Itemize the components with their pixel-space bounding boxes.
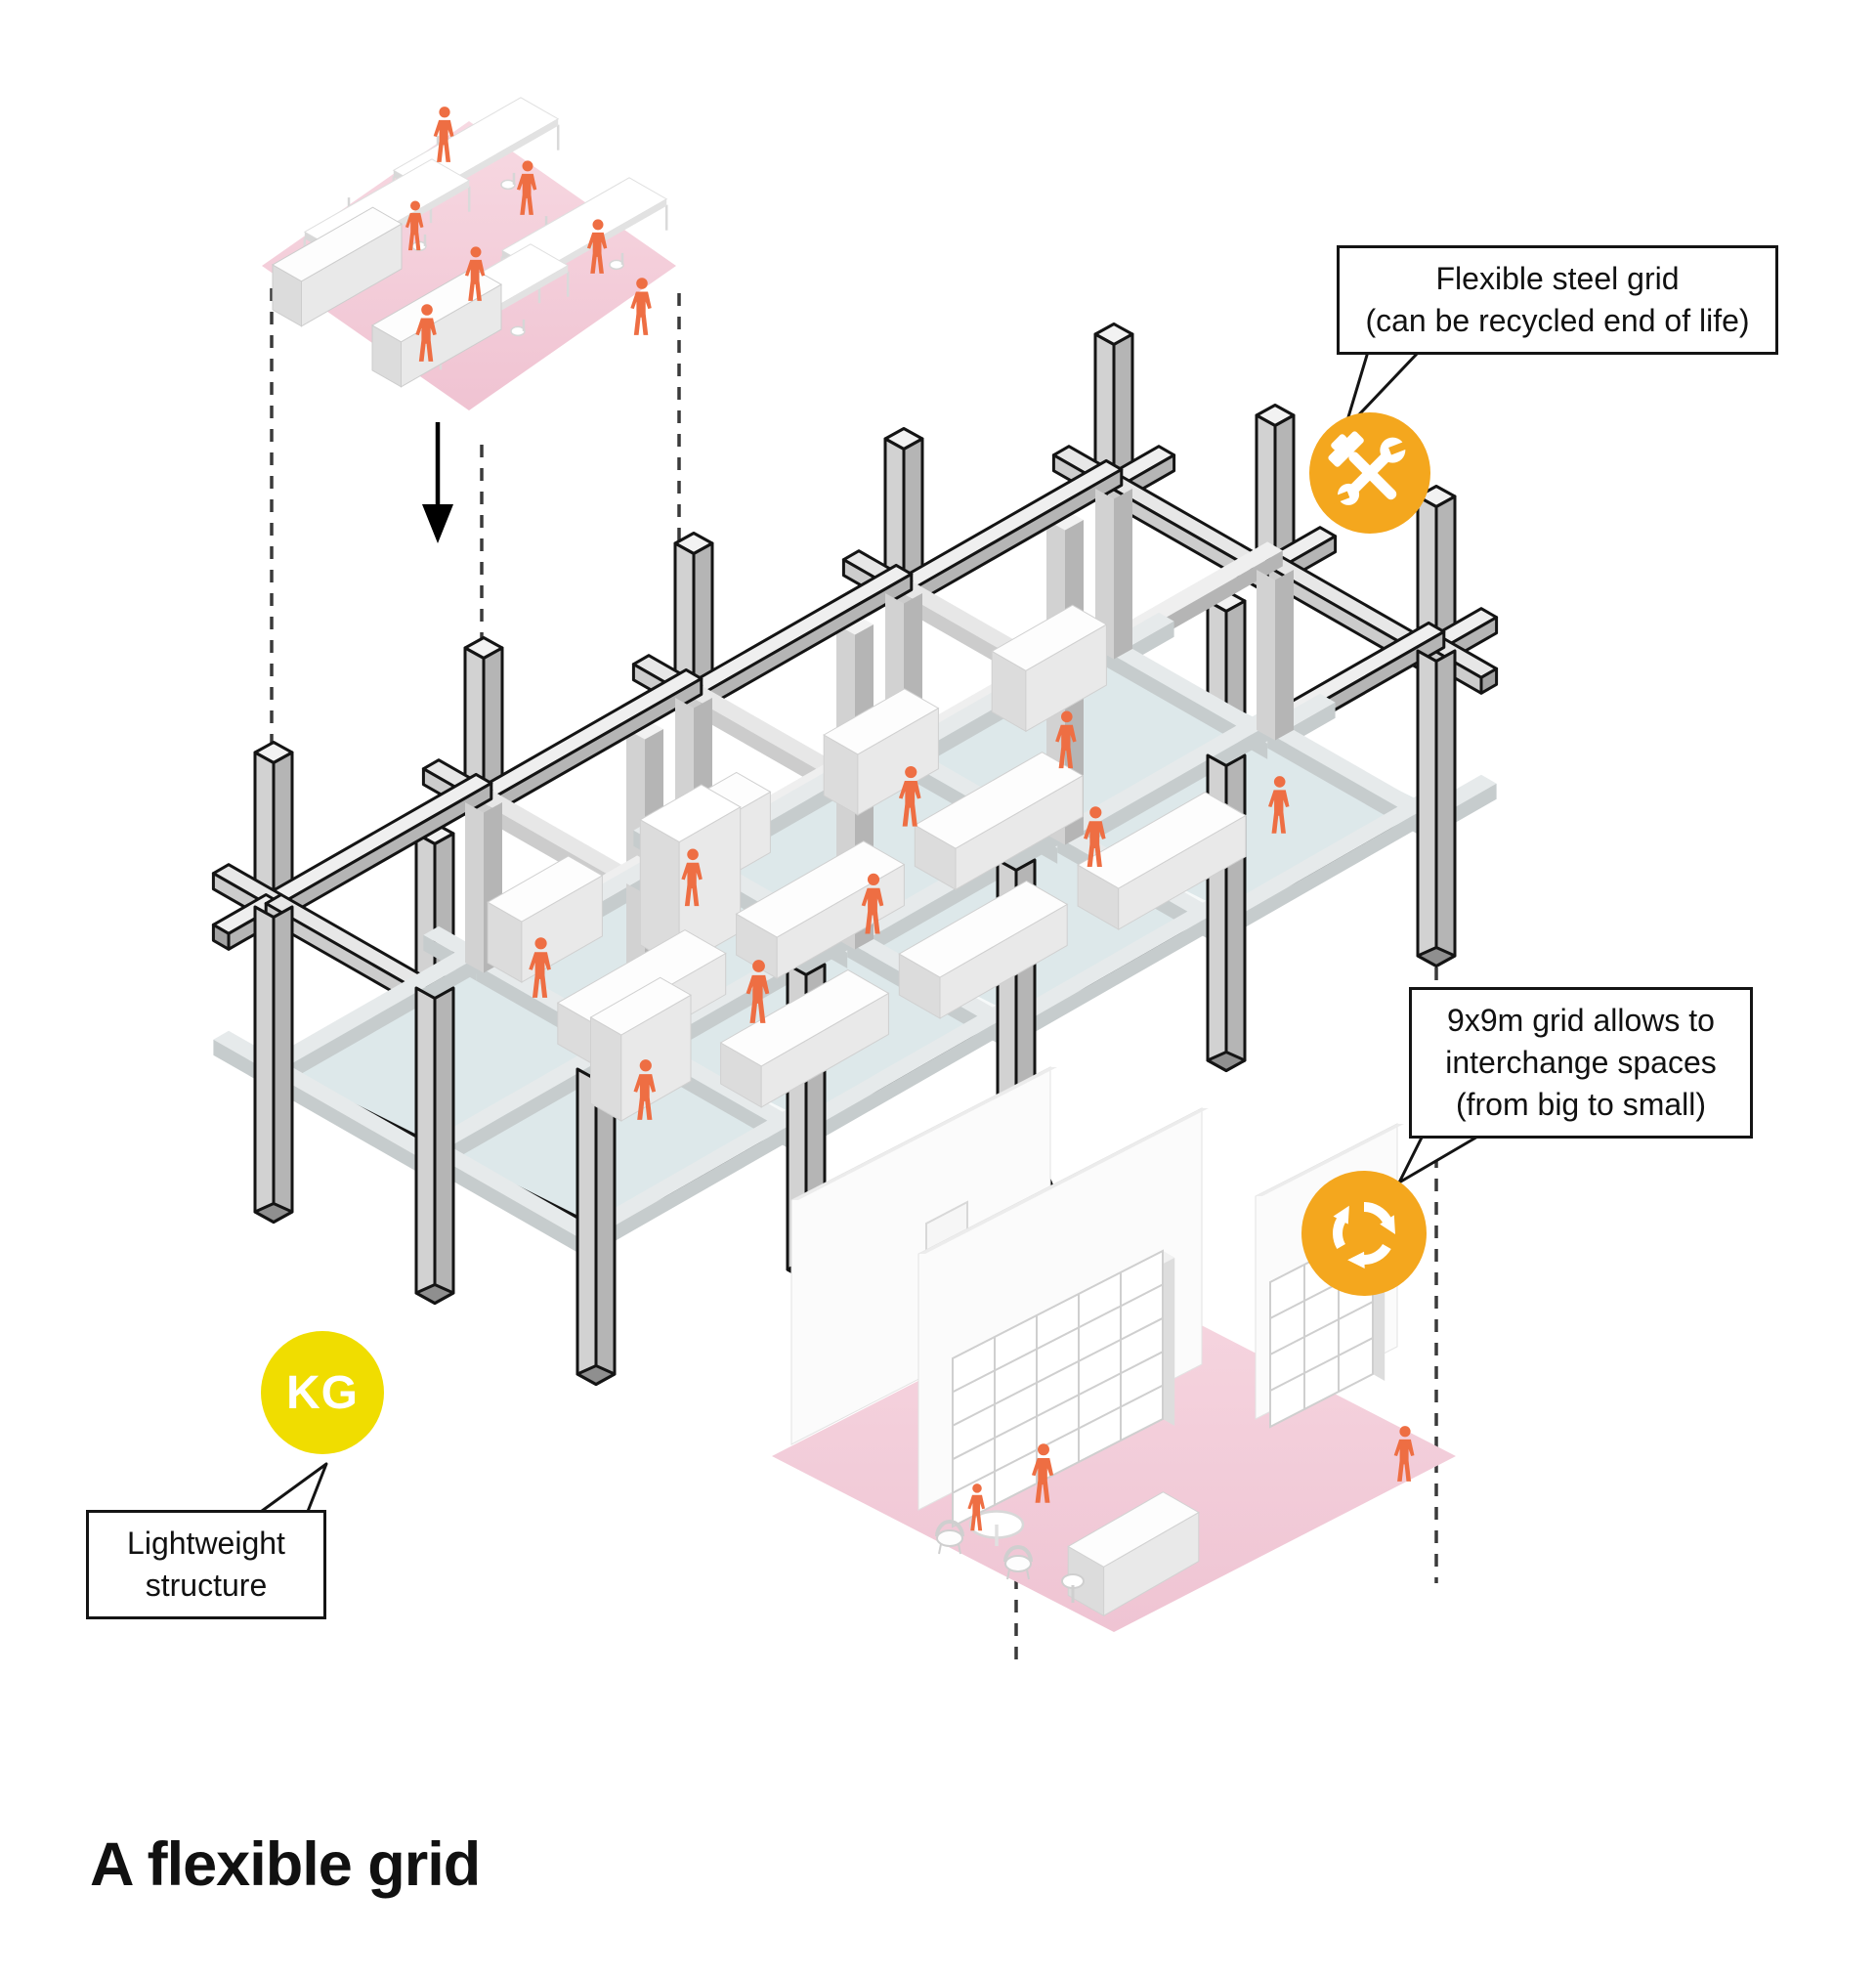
recycle-arrows-icon — [1301, 1171, 1427, 1296]
interchange-badge — [1301, 1171, 1427, 1296]
callout-line: 9x9m grid allows to — [1447, 1003, 1715, 1038]
kg-badge: KG — [261, 1331, 384, 1454]
steel-grid-structure — [211, 322, 1499, 1386]
move-down-arrow-head — [422, 504, 453, 543]
partition-room — [772, 1066, 1456, 1632]
callout-line: (from big to small) — [1455, 1087, 1707, 1122]
kg-label: KG — [286, 1366, 359, 1419]
page-title: A flexible grid — [90, 1830, 481, 1899]
callout-line: structure — [145, 1568, 268, 1603]
callout-9x9-grid: 9x9m grid allows to interchange spaces (… — [1409, 987, 1753, 1139]
callout-line: (can be recycled end of life) — [1365, 303, 1750, 338]
callout-lightweight-structure: Lightweight structure — [86, 1510, 326, 1619]
callout-line: interchange spaces — [1445, 1045, 1717, 1080]
callout-tails — [256, 350, 1481, 1516]
callout-line: Lightweight — [127, 1526, 285, 1561]
hammer-wrench-icon — [1328, 431, 1412, 505]
callout-flexible-steel-grid: Flexible steel grid (can be recycled end… — [1337, 245, 1778, 355]
steel-badge — [1309, 412, 1430, 534]
callout-line: Flexible steel grid — [1435, 261, 1680, 296]
